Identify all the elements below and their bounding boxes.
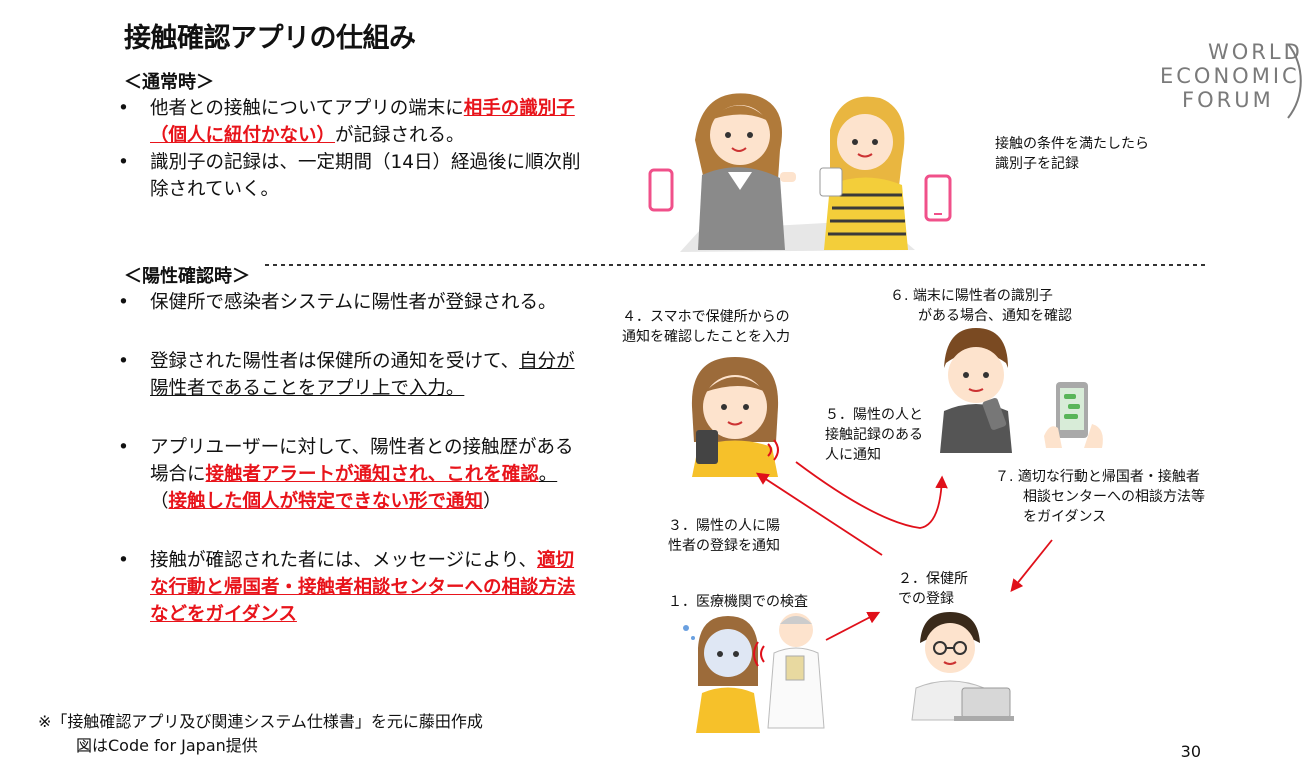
- man-smartphone-illustration: [940, 328, 1012, 453]
- label-step6: ６. 端末に陽性者の識別子 がある場合、通知を確認: [890, 288, 1072, 324]
- wef-logo: WORLD ECONOMIC FORUM: [1160, 40, 1310, 135]
- logo-arc-icon: [1287, 43, 1302, 119]
- woman-smartphone-illustration: [691, 357, 779, 477]
- health-center-staff-illustration: [911, 612, 1014, 721]
- positive-bullet-4: 接触が確認された者には、メッセージにより、適切な行動と帰国者・接触者相談センター…: [114, 547, 584, 628]
- footnote-credit: 図はCode for Japan提供: [76, 736, 258, 755]
- label-step1: １．医療機関での検査: [668, 594, 808, 610]
- contact-scene-illustration: [648, 93, 915, 252]
- label-step3: ３．陽性の人に陽 性者の登録を通知: [668, 518, 780, 554]
- normal-bullets: 他者との接触についてアプリの端末に相手の識別子（個人に紐付かない）が記録される。…: [114, 95, 584, 203]
- phone-right-icon: [924, 174, 952, 222]
- label-step4: ４．スマホで保健所からの 通知を確認したことを入力: [622, 309, 790, 345]
- positive-bullets: 保健所で感染者システムに陽性者が登録される。 登録された陽性者は保健所の通知を受…: [114, 289, 584, 628]
- positive-bullet-3: アプリユーザーに対して、陽性者との接触歴がある場合に接触者アラートが通知され、こ…: [114, 434, 584, 515]
- label-record: 接触の条件を満たしたら 識別子を記録: [995, 136, 1149, 172]
- page-title: 接触確認アプリの仕組み: [124, 23, 416, 54]
- logo-line-1: WORLD: [1208, 40, 1303, 64]
- logo-line-2: ECONOMIC: [1160, 64, 1300, 88]
- page-number: 30: [1180, 742, 1201, 761]
- phone-message-icon: [1044, 382, 1103, 448]
- label-step7: ７. 適切な行動と帰国者・接触者 相談センターへの相談方法等 をガイダンス: [995, 469, 1205, 525]
- normal-bullet-2: 識別子の記録は、一定期間（14日）経過後に順次削除されていく。: [114, 149, 584, 203]
- label-step5: ５．陽性の人と 接触記録のある 人に通知: [825, 407, 923, 463]
- positive-bullet-2: 登録された陽性者は保健所の通知を受けて、自分が陽性者であることをアプリ上で入力。: [114, 348, 584, 402]
- normal-heading: ＜通常時＞: [124, 72, 214, 93]
- clinic-exam-illustration: [683, 613, 825, 733]
- logo-line-3: FORUM: [1182, 88, 1274, 112]
- footnote-source: ※「接触確認アプリ及び関連システム仕様書」を元に藤田作成: [38, 712, 483, 731]
- positive-heading: ＜陽性確認時＞: [124, 266, 250, 287]
- label-step2: ２．保健所 での登録: [898, 571, 968, 607]
- normal-bullet-1: 他者との接触についてアプリの端末に相手の識別子（個人に紐付かない）が記録される。: [114, 95, 584, 149]
- positive-bullet-1: 保健所で感染者システムに陽性者が登録される。: [114, 289, 584, 316]
